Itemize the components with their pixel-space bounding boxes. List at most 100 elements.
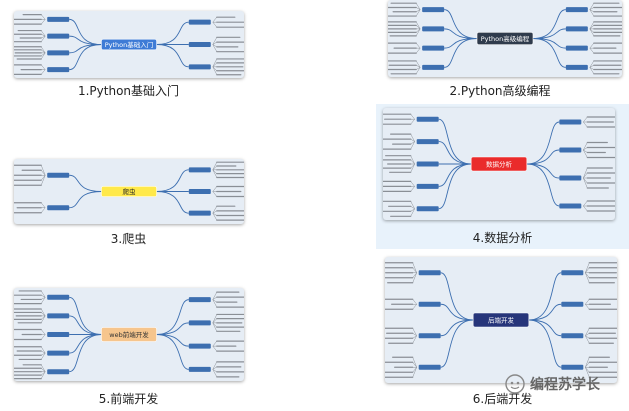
branch-node [422,45,445,51]
branch-line [526,121,560,165]
branch-line [156,334,189,347]
leaf-connector [212,366,217,370]
mindmap-thumbnail[interactable]: Python高级编程 [388,0,622,77]
branch-node [47,350,70,356]
leaf-connector [40,46,46,54]
mindmap-thumbnail[interactable]: web前端开发 [14,288,244,381]
leaf-connector [412,272,417,283]
mindmap-card-5[interactable]: web前端开发 5.前端开发 [6,284,251,408]
mindmap-thumbnail[interactable]: Python基础入门 [14,11,244,78]
branch-line [69,334,102,354]
branch-line [69,315,102,335]
leaf-connector [41,297,46,300]
leaf-connector [412,357,417,368]
branch-line [528,319,562,337]
branch-node [188,64,211,70]
mindmap-caption: 6.后端开发 [472,392,533,406]
branch-node [416,206,439,212]
mindmap-svg: web前端开发 [14,290,244,380]
branch-line [528,272,562,321]
branch-node [418,333,441,339]
leaf-connector [412,367,417,378]
mindmap-card-4[interactable]: 数据分析 4.数据分析 [376,104,629,249]
branch-line [69,191,102,209]
leaf-connector [415,60,421,68]
branch-node [561,333,584,339]
leaf-connector [212,169,218,178]
mindmap-thumbnail[interactable]: 爬虫 [14,159,244,224]
leaf-connector [212,37,218,45]
branch-node [565,64,588,70]
branch-line [440,319,474,368]
mindmap-thumbnail[interactable]: 后端开发 [385,257,617,383]
branch-line [444,9,478,39]
leaf-connector [583,172,588,179]
branch-node [188,343,211,349]
watermark: 编程苏学长 [505,373,600,395]
leaf-connector [41,19,46,25]
leaf-connector [212,191,217,197]
branch-node [422,26,445,32]
center-node-label: 数据分析 [486,160,513,169]
leaf-connector [583,177,588,184]
leaf-connector [41,334,46,340]
leaf-connector [410,138,415,142]
leaf-connector [589,47,595,54]
branch-line [532,38,566,49]
leaf-connector [212,41,217,45]
branch-line [156,191,189,214]
leaf-connector [212,62,217,68]
mindmap-card-2[interactable]: Python高级编程 2.Python高级编程 [376,0,624,102]
leaf-connector [410,181,415,187]
branch-line [444,38,478,49]
leaf-connector [40,290,46,298]
leaf-connector [415,28,421,33]
branch-node [47,67,70,73]
branch-node [416,161,439,167]
branch-line [69,35,102,45]
branch-node [418,270,441,276]
leaf-connector [412,328,417,336]
branch-line [156,299,189,335]
leaf-connector [212,340,217,347]
branch-node [561,301,584,307]
center-node [476,32,534,45]
leaf-connector [212,66,217,71]
leaf-connector [212,213,218,221]
branch-node [47,50,70,56]
branch-line [438,163,472,210]
leaf-connector [412,333,417,336]
mindmap-card-6[interactable]: 后端开发 6.后端开发 [376,253,629,408]
mindmap-caption: 1.Python基础入门 [77,84,180,98]
mindmap-svg: Python高级编程 [388,2,622,75]
leaf-connector [416,7,421,10]
leaf-connector [585,357,590,368]
leaf-connector [416,65,421,68]
leaf-connector [412,272,417,278]
branch-node [559,203,582,209]
leaf-connector [41,170,46,176]
branch-line [156,44,189,68]
leaf-connector [415,42,421,49]
center-node-label: 爬虫 [123,187,137,196]
leaf-connector [415,9,421,17]
leaf-connector [415,47,421,54]
leaf-connector [40,165,46,176]
leaf-connector [412,267,417,273]
mindmap-thumbnail[interactable]: 数据分析 [383,108,615,220]
leaf-connector [410,155,415,165]
leaf-connector [212,296,217,300]
leaf-connector [212,44,217,48]
center-node [470,156,528,172]
leaf-connector [415,28,421,36]
leaf-connector [41,202,46,208]
mindmap-card-3[interactable]: 爬虫 3.爬虫 [6,154,251,250]
mindmap-card-1[interactable]: Python基础入门 1.Python基础入门 [6,4,251,102]
leaf-connector [412,299,417,305]
leaf-connector [212,322,218,332]
leaf-connector [40,297,46,304]
leaf-connector [412,262,417,273]
branch-node [559,119,582,125]
branch-node [416,183,439,189]
mindmap-caption: 5.前端开发 [98,392,159,406]
